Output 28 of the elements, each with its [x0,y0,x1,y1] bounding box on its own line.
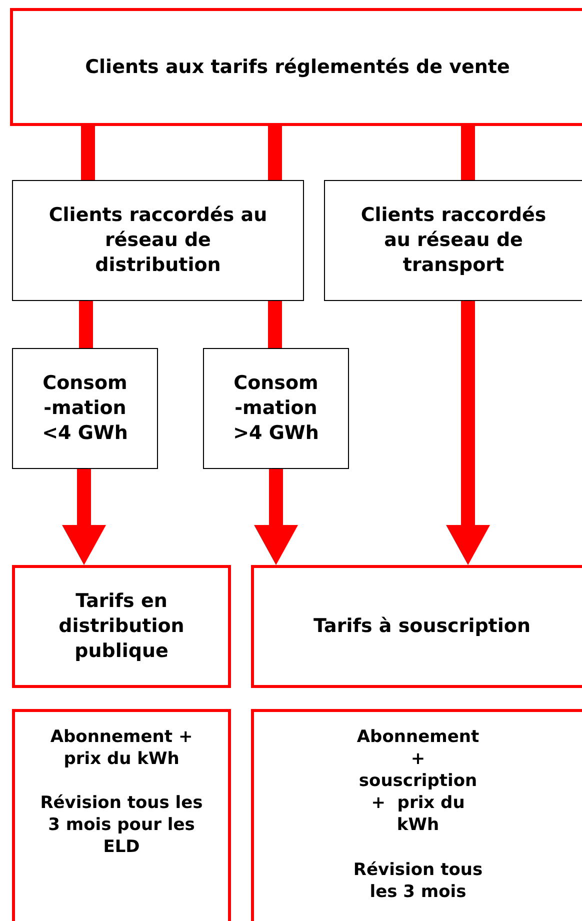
process-box [203,348,349,469]
connector-line [461,126,475,180]
box-label: Clients raccordés au réseau de distribution [48,203,268,278]
arrow [62,469,106,565]
box-label: Clients raccordés au réseau de transport [360,203,548,278]
connector-line [79,301,93,348]
process-box [12,348,158,469]
arrow [254,469,298,565]
box-label: Abonnement + prix du kWh [49,726,194,770]
connector-line [268,301,282,348]
process-box [324,180,582,301]
box-label: Consom -mation <4 GWh [41,371,129,446]
process-box [251,709,582,921]
arrow [446,301,490,565]
box-note: Révision tous les 3 mois [352,858,484,903]
connector-line [268,126,282,180]
process-box [12,709,231,921]
box-label: Abonnement + souscription + prix du kWh [356,726,480,836]
box-label: Clients aux tarifs réglementés de vente [85,54,510,80]
box-note: Révision tous les 3 mois pour les ELD [39,792,204,859]
box-label: Tarifs à souscription [314,614,530,639]
box-label: Tarifs en distribution publique [58,589,186,664]
connector-line [81,126,95,180]
process-box [251,565,582,688]
process-box [12,180,304,301]
process-box [10,8,582,126]
box-label: Consom -mation >4 GWh [232,371,320,446]
process-box [12,565,231,688]
